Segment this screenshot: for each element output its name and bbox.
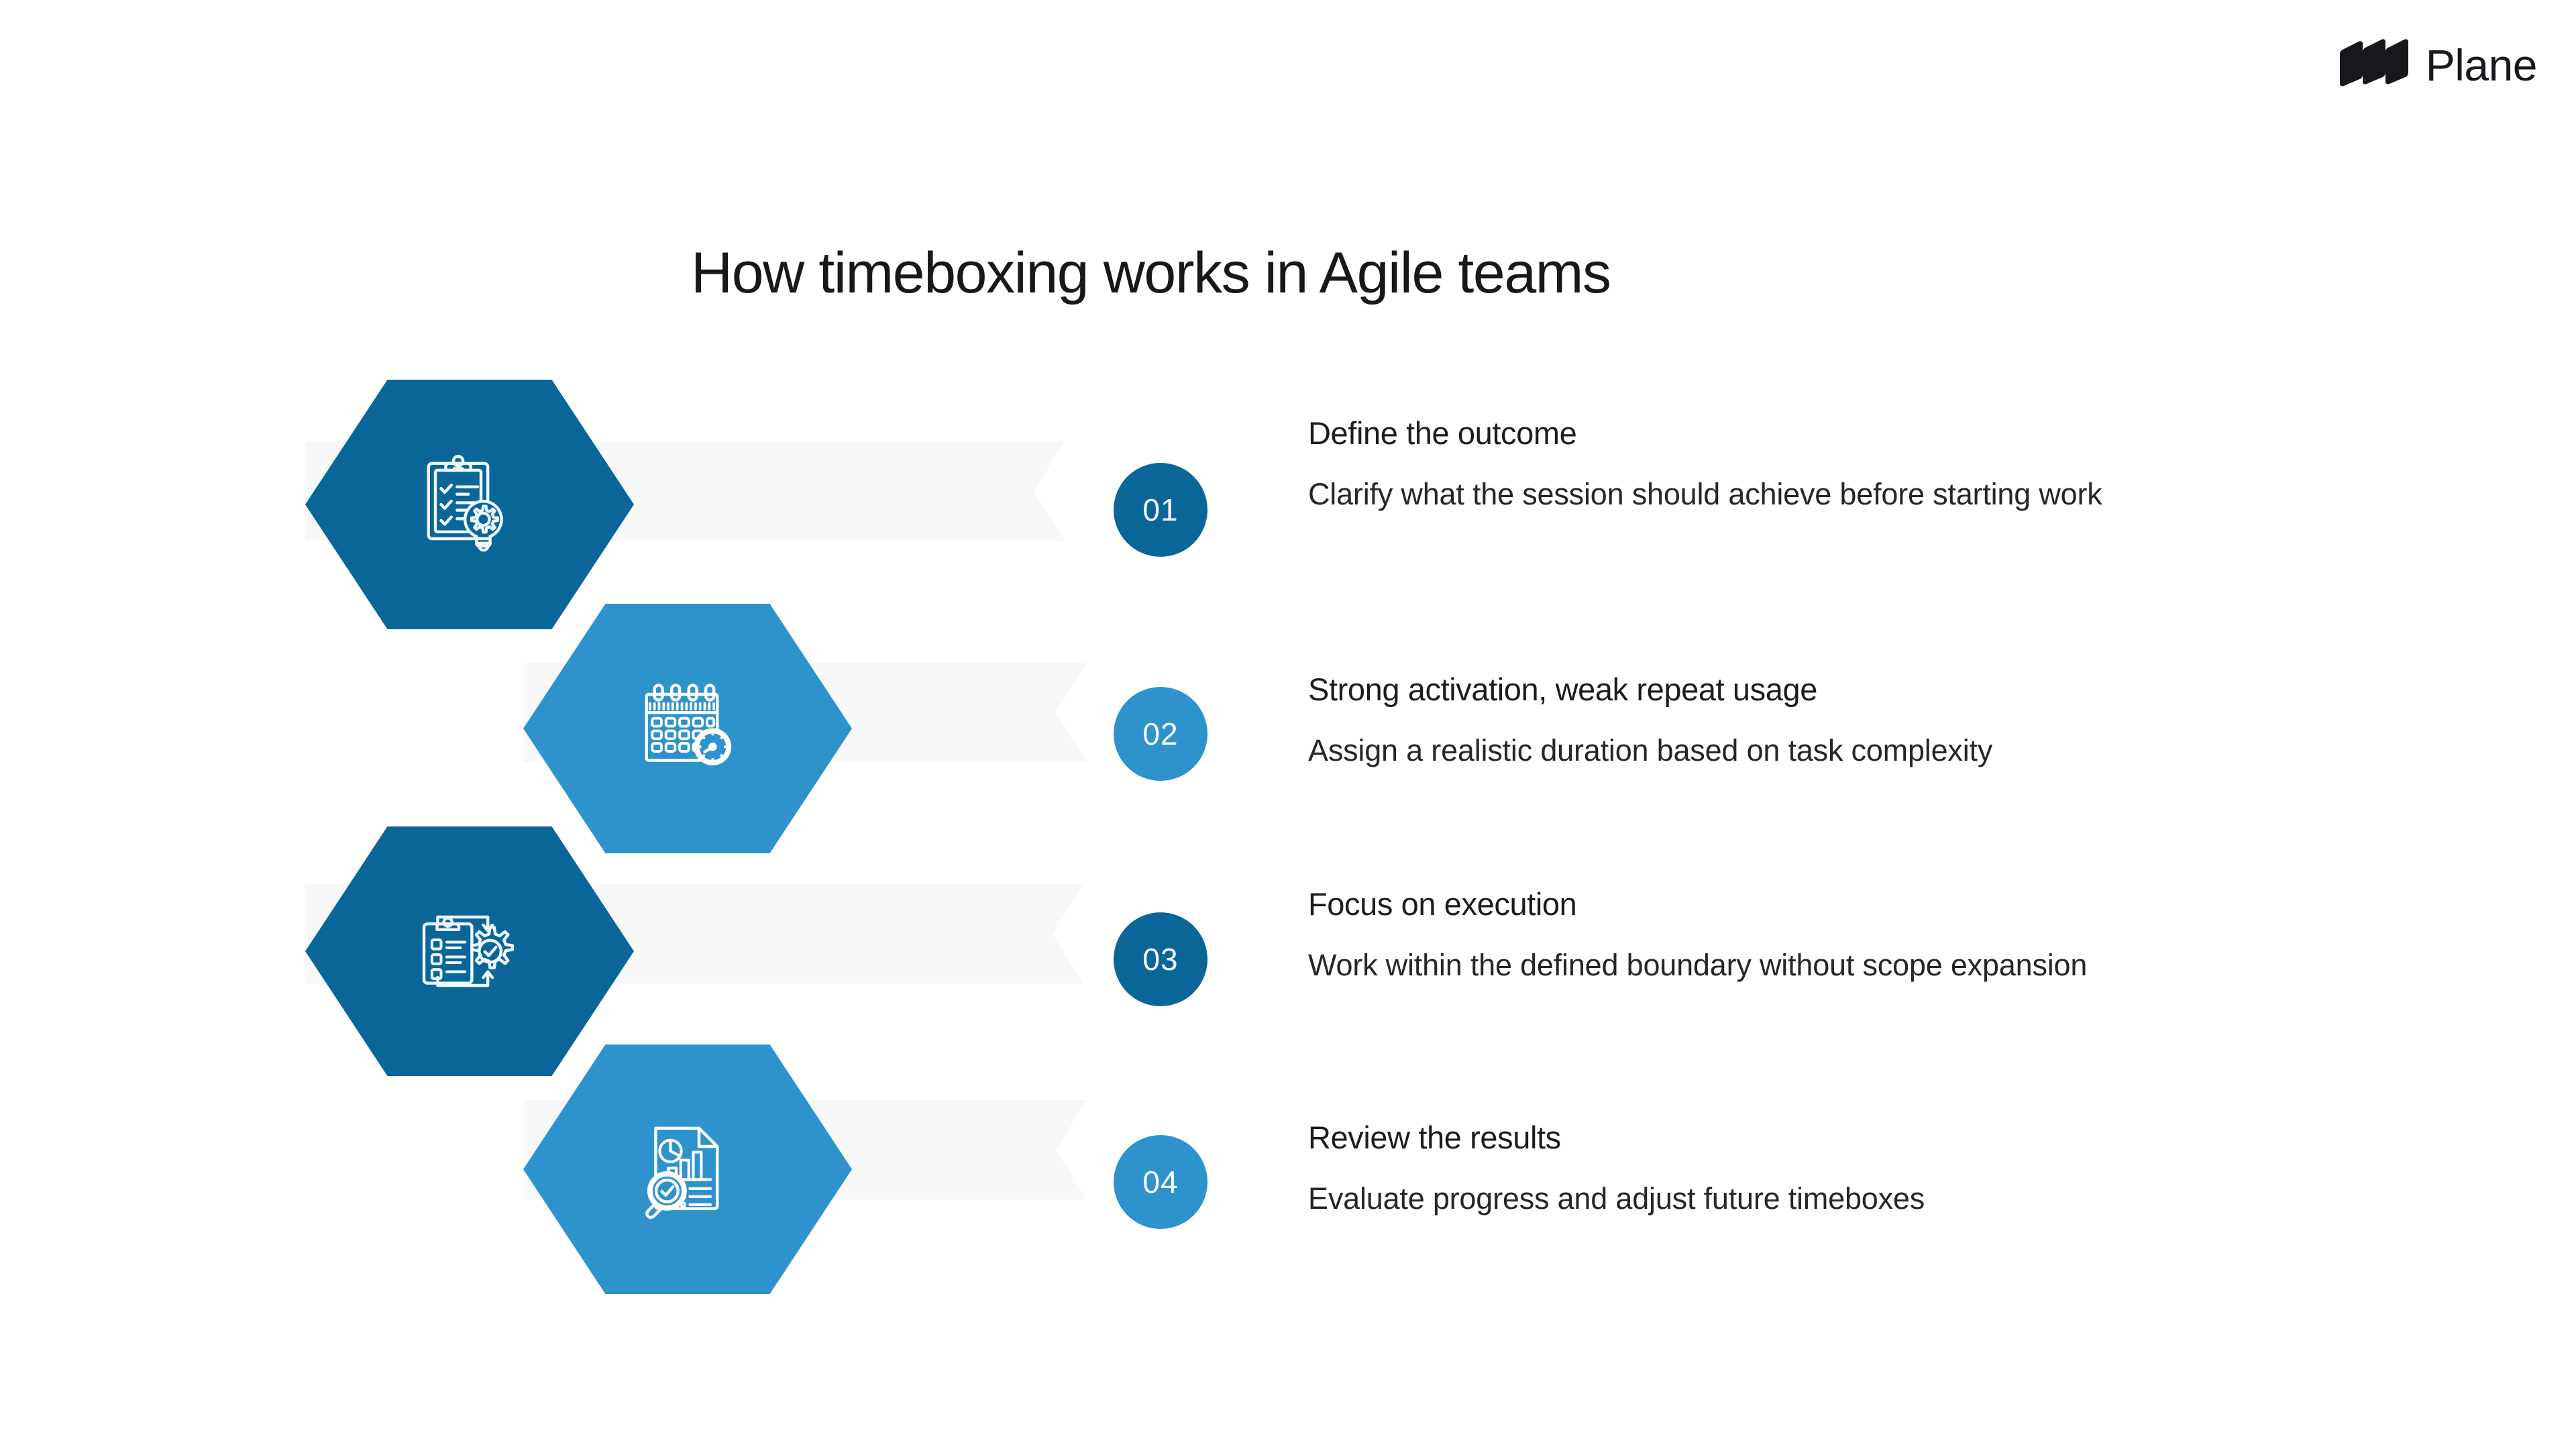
step-number-badge-02: 02 [1114,687,1208,781]
clipboard-gear-check-cycle-icon [413,894,527,1008]
step-heading-02: Strong activation, weak repeat usage [1308,672,1817,707]
brand-logo: Plane [2339,39,2538,91]
clipboard-checklist-lightbulb-gear-icon [413,447,527,561]
step-text-block-04: Review the results Evaluate progress and… [1308,1119,2449,1220]
step-number-label: 02 [1142,716,1179,751]
step-hexagon-03 [305,826,634,1076]
brand-name: Plane [2425,40,2538,90]
step-description-01: Clarify what the session should achieve … [1308,477,2102,511]
calendar-stopwatch-icon [631,672,745,786]
report-magnifier-check-icon [631,1112,745,1226]
step-description-02: Assign a realistic duration based on tas… [1308,733,1993,767]
step-number-label: 04 [1142,1165,1179,1199]
step-heading-03: Focus on execution [1308,886,1577,922]
step-number-badge-04: 04 [1114,1135,1208,1229]
step-number-label: 01 [1142,492,1179,527]
step-text-block-01: Define the outcome Clarify what the sess… [1308,415,2449,516]
step-text-block-02: Strong activation, weak repeat usage Ass… [1308,671,2449,772]
step-text-block-03: Focus on execution Work within the defin… [1308,885,2482,987]
step-description-03: Work within the defined boundary without… [1308,948,2088,982]
page-title: How timeboxing works in Agile teams [691,240,1611,305]
step-hexagon-02 [523,604,852,853]
step-number-label: 03 [1142,942,1179,977]
step-heading-04: Review the results [1308,1120,1561,1155]
step-description-04: Evaluate progress and adjust future time… [1308,1181,1925,1216]
plane-logo-icon [2339,39,2411,91]
step-hexagon-04 [523,1044,852,1294]
step-hexagon-01 [305,380,634,629]
step-heading-01: Define the outcome [1308,415,1577,451]
step-number-badge-03: 03 [1114,912,1208,1006]
step-number-badge-01: 01 [1114,463,1208,557]
